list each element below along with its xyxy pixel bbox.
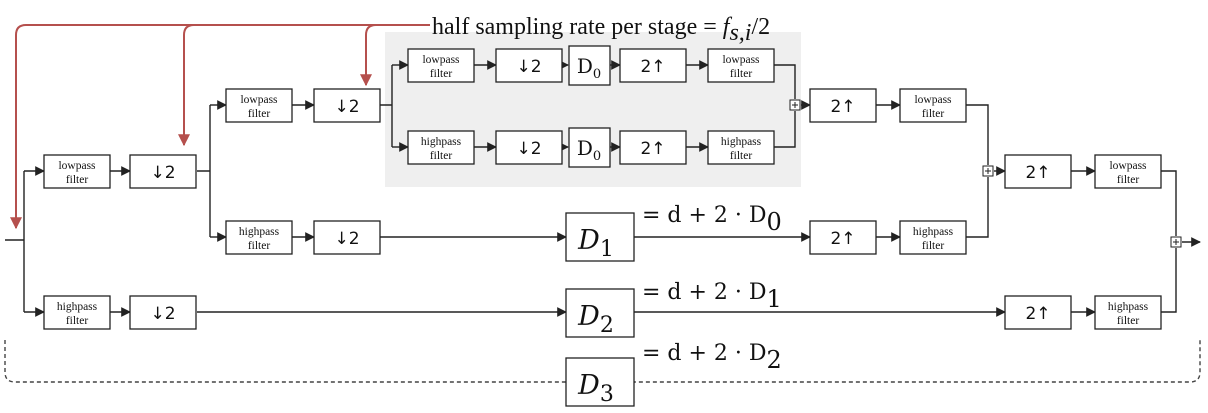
lowpass-filter-label: lowpass <box>914 94 952 106</box>
upsample-label: 2↑ <box>640 139 665 159</box>
lowpass-filter-label: filter <box>430 68 453 80</box>
downsample-block: ↓2 <box>129 295 197 330</box>
highpass-filter-label: filter <box>66 315 89 327</box>
downsample-label: ↓2 <box>516 57 541 77</box>
highpass-filter-label: highpass <box>239 226 280 238</box>
delay-label: D3 <box>577 370 614 407</box>
highpass-filter-label: filter <box>248 240 271 252</box>
highpass-filter-label: filter <box>922 240 945 252</box>
highpass-filter-label: highpass <box>1108 301 1149 313</box>
downsample-label: ↓2 <box>150 163 175 183</box>
upsample-label: 2↑ <box>1025 304 1050 324</box>
lowpass-filter-label: filter <box>248 108 271 120</box>
downsample-block: ↓2 <box>313 88 381 123</box>
highpass-filter-label: filter <box>430 150 453 162</box>
highpass-filter-block: highpass filter <box>225 220 293 255</box>
highpass-filter-label: highpass <box>721 136 762 148</box>
highpass-filter-label: filter <box>730 150 753 162</box>
downsample-label: ↓2 <box>334 97 359 117</box>
lowpass-filter-block: lowpass filter <box>707 48 775 83</box>
delay-equation: = d + 2 · D2 <box>642 341 782 374</box>
highpass-filter-label: filter <box>1117 315 1140 327</box>
downsample-block: ↓2 <box>313 220 381 255</box>
upsample-block: 2↑ <box>1004 295 1072 330</box>
summation-node <box>1170 236 1182 248</box>
lowpass-filter-label: filter <box>730 68 753 80</box>
lowpass-filter-block: lowpass filter <box>1094 154 1162 189</box>
highpass-filter-block: highpass filter <box>43 295 111 330</box>
lowpass-filter-block: lowpass filter <box>407 48 475 83</box>
sampling-rate-arrows <box>10 24 430 230</box>
highpass-filter-label: highpass <box>421 136 462 148</box>
upsample-block: 2↑ <box>619 48 687 83</box>
highpass-filter-label: highpass <box>913 226 954 238</box>
highpass-filter-block: highpass filter <box>707 130 775 165</box>
delay-box-d2: D2 <box>565 288 635 338</box>
upsample-label: 2↑ <box>1025 163 1050 183</box>
delay-equation: = d + 2 · D1 <box>642 280 782 313</box>
lowpass-filter-label: filter <box>922 108 945 120</box>
delay-box-d3: D3 <box>565 357 635 407</box>
delay-label: D2 <box>577 301 614 338</box>
lowpass-filter-block: lowpass filter <box>43 154 111 189</box>
lowpass-filter-block: lowpass filter <box>899 88 967 123</box>
lowpass-filter-label: lowpass <box>422 54 460 66</box>
delay-label: D1 <box>577 225 614 262</box>
upsample-block: 2↑ <box>809 88 877 123</box>
lowpass-filter-label: lowpass <box>240 94 278 106</box>
upsample-label: 2↑ <box>830 229 855 249</box>
downsample-label: ↓2 <box>334 229 359 249</box>
lowpass-filter-label: lowpass <box>722 54 760 66</box>
lowpass-filter-label: lowpass <box>1109 160 1147 172</box>
d0-delay-block: D0 <box>568 45 611 86</box>
delay-equation: = d + 2 · D0 <box>642 203 782 236</box>
delay-box-d1: D1 <box>565 212 635 262</box>
highpass-filter-label: highpass <box>57 301 98 313</box>
summation-node <box>789 99 801 111</box>
d0-label: D0 <box>577 136 601 164</box>
highpass-filter-block: highpass filter <box>1094 295 1162 330</box>
upsample-block: 2↑ <box>809 220 877 255</box>
upsample-block: 2↑ <box>619 130 687 165</box>
d0-label: D0 <box>577 54 601 82</box>
downsample-block: ↓2 <box>495 48 563 83</box>
upsample-label: 2↑ <box>640 57 665 77</box>
signal-wires <box>5 60 1201 317</box>
downsample-label: ↓2 <box>516 139 541 159</box>
processing-blocks: lowpass filter ↓2 highpass filter ↓2 lowpass fi… <box>43 45 1182 330</box>
downsample-block: ↓2 <box>129 154 197 189</box>
lowpass-filter-label: filter <box>66 174 89 186</box>
downsample-block: ↓2 <box>495 130 563 165</box>
upsample-label: 2↑ <box>830 97 855 117</box>
outer-stage-bracket <box>4 340 1201 383</box>
highpass-filter-block: highpass filter <box>899 220 967 255</box>
sampling-annotation: half sampling rate per stage = fs,i/2 <box>432 14 770 46</box>
upsample-block: 2↑ <box>1004 154 1072 189</box>
lowpass-filter-label: filter <box>1117 174 1140 186</box>
highpass-filter-block: highpass filter <box>407 130 475 165</box>
downsample-label: ↓2 <box>150 304 175 324</box>
d0-delay-block: D0 <box>568 127 611 168</box>
lowpass-filter-label: lowpass <box>58 160 96 172</box>
lowpass-filter-block: lowpass filter <box>225 88 293 123</box>
summation-node <box>982 165 994 177</box>
